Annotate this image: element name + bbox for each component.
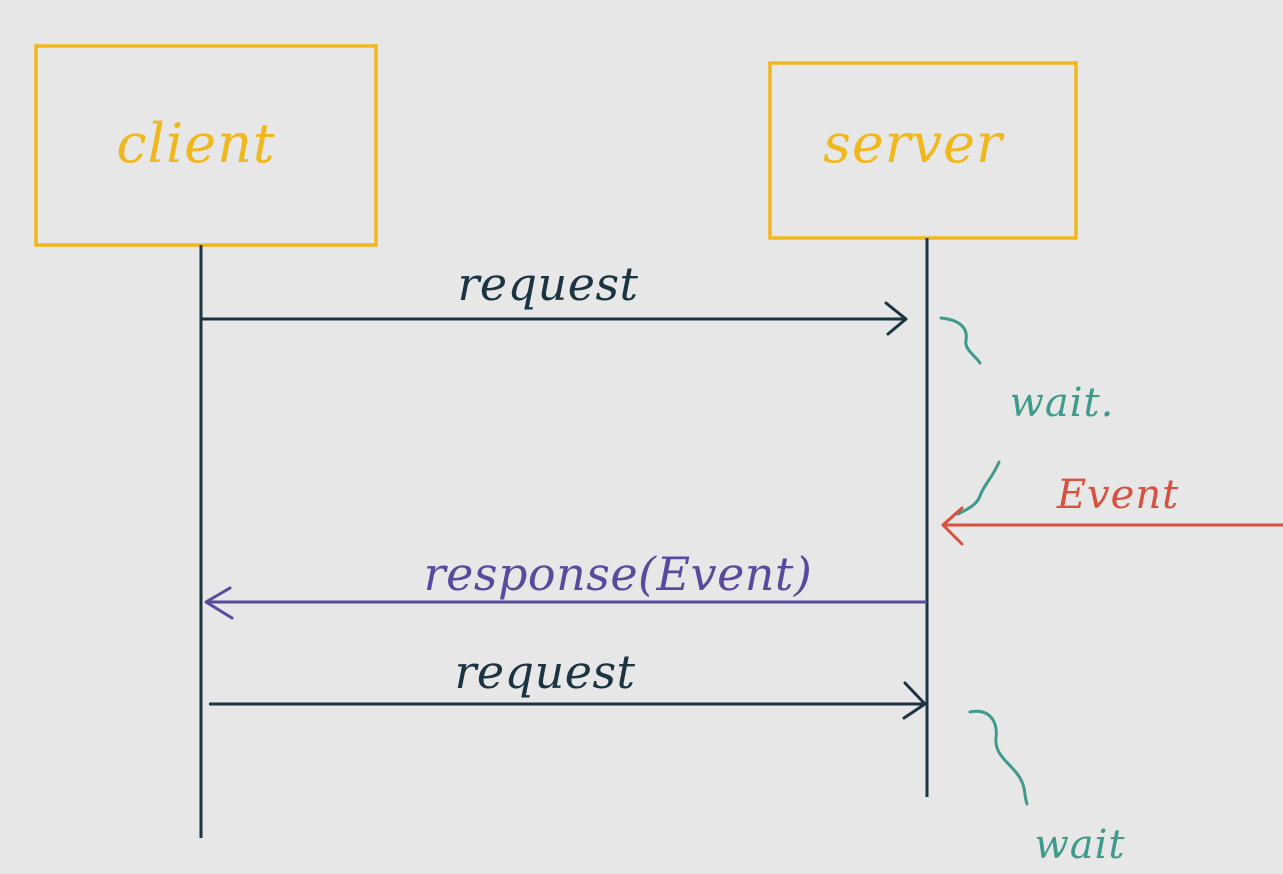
wait-2-label: wait	[1035, 822, 1126, 868]
response-arrowhead	[204, 586, 234, 620]
participant-server: server	[768, 61, 1078, 240]
wait-1-squiggle-bottom	[956, 460, 1001, 516]
request-2-arrowhead	[902, 681, 927, 720]
message-request-2: request	[209, 645, 927, 720]
client-box	[34, 44, 378, 247]
wait-1-label: wait.	[1010, 380, 1115, 426]
client-label: client	[116, 112, 275, 175]
wait-note-2: wait	[968, 709, 1126, 868]
participant-client: client	[34, 44, 378, 247]
message-request-1: request	[201, 257, 908, 336]
message-response: response(Event)	[204, 547, 927, 620]
request-1-arrowhead	[884, 301, 908, 336]
request-1-label: request	[457, 257, 638, 311]
response-label: response(Event)	[424, 547, 813, 601]
server-label: server	[823, 112, 1005, 175]
wait-1-squiggle-top	[939, 316, 982, 365]
server-box	[768, 61, 1078, 240]
external-event: Event	[941, 472, 1283, 546]
request-2-label: request	[454, 645, 635, 699]
wait-note-1: wait.	[939, 316, 1115, 516]
event-label: Event	[1056, 472, 1179, 518]
event-arrowhead	[941, 506, 964, 546]
wait-2-squiggle	[968, 709, 1029, 806]
